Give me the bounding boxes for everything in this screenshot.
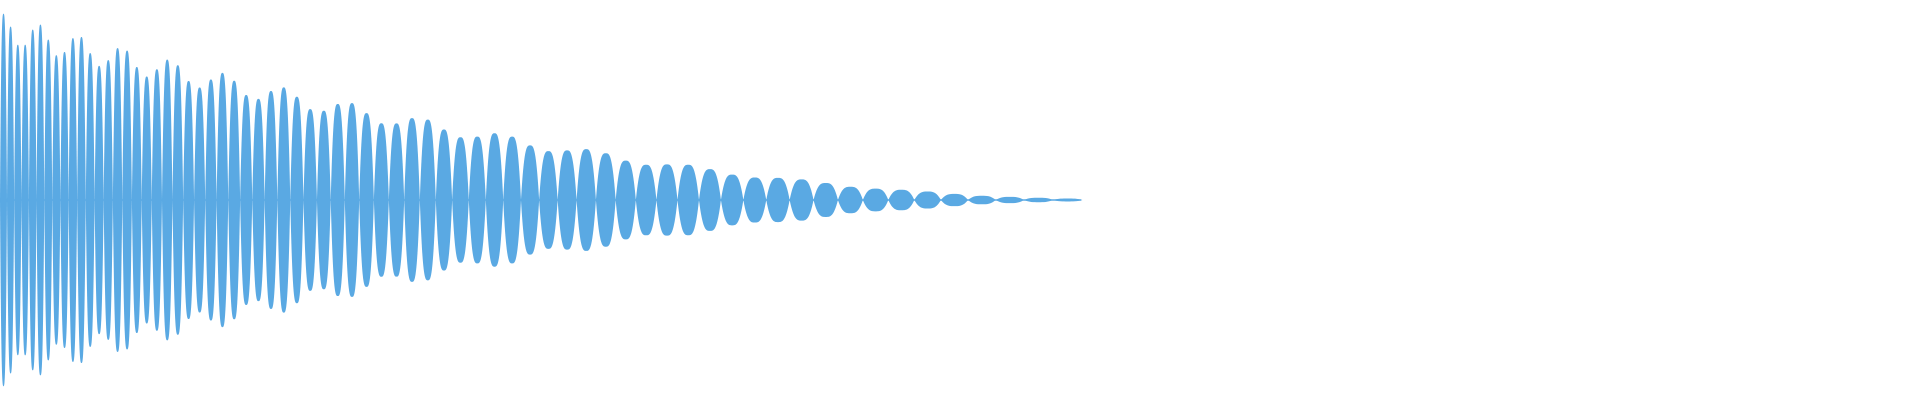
waveform-lobes bbox=[0, 13, 1083, 387]
